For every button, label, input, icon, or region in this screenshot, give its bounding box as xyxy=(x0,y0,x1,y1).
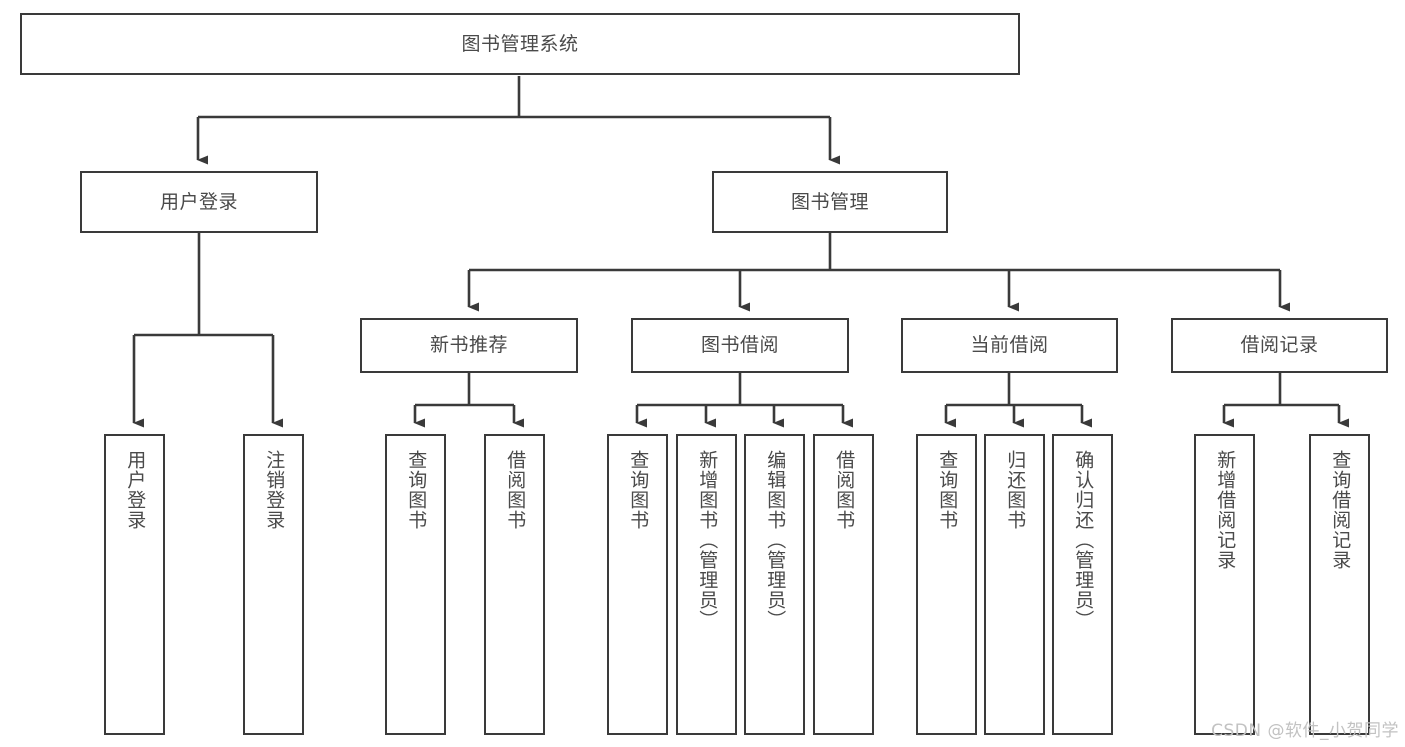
leaf-book-borrow-add-book-admin[interactable]: 新增图书（管理员） xyxy=(676,434,737,735)
node-user-login[interactable]: 用户登录 xyxy=(80,171,318,233)
leaf-current-borrow-return-book-label: 归还图书 xyxy=(1004,450,1027,530)
leaf-user-login-login-label: 用户登录 xyxy=(124,450,147,530)
node-new-book-recommend[interactable]: 新书推荐 xyxy=(360,318,578,373)
leaf-book-borrow-borrow-book-label: 借阅图书 xyxy=(833,450,856,530)
node-book-borrow-label: 图书借阅 xyxy=(700,334,779,357)
leaf-current-borrow-confirm-return-admin[interactable]: 确认归还（管理员） xyxy=(1052,434,1113,735)
leaf-current-borrow-confirm-return-admin-label: 确认归还（管理员） xyxy=(1072,450,1095,630)
leaf-user-login-logout-label: 注销登录 xyxy=(263,450,286,530)
leaf-book-borrow-edit-book-admin-label: 编辑图书（管理员） xyxy=(764,450,787,630)
node-user-login-label: 用户登录 xyxy=(159,190,238,213)
leaf-borrow-record-add-record-label: 新增借阅记录 xyxy=(1214,450,1237,570)
leaf-book-borrow-add-book-admin-label: 新增图书（管理员） xyxy=(696,450,719,630)
leaf-current-borrow-query-book[interactable]: 查询图书 xyxy=(916,434,977,735)
leaf-book-borrow-query-book[interactable]: 查询图书 xyxy=(607,434,668,735)
node-book-borrow[interactable]: 图书借阅 xyxy=(631,318,849,373)
node-book-management[interactable]: 图书管理 xyxy=(712,171,948,233)
leaf-current-borrow-query-book-label: 查询图书 xyxy=(936,450,959,530)
node-new-book-recommend-label: 新书推荐 xyxy=(429,334,508,357)
watermark-text: CSDN @软件_小贺同学 xyxy=(1211,721,1399,741)
leaf-user-login-logout[interactable]: 注销登录 xyxy=(243,434,304,735)
leaf-new-book-borrow-book[interactable]: 借阅图书 xyxy=(484,434,545,735)
node-book-management-label: 图书管理 xyxy=(790,190,869,213)
leaf-borrow-record-add-record[interactable]: 新增借阅记录 xyxy=(1194,434,1255,735)
leaf-book-borrow-edit-book-admin[interactable]: 编辑图书（管理员） xyxy=(744,434,805,735)
node-current-borrow-label: 当前借阅 xyxy=(970,334,1049,357)
leaf-book-borrow-query-book-label: 查询图书 xyxy=(627,450,650,530)
leaf-borrow-record-query-record[interactable]: 查询借阅记录 xyxy=(1309,434,1370,735)
leaf-new-book-query-book[interactable]: 查询图书 xyxy=(385,434,446,735)
node-borrow-record-label: 借阅记录 xyxy=(1240,334,1319,357)
leaf-user-login-login[interactable]: 用户登录 xyxy=(104,434,165,735)
node-current-borrow[interactable]: 当前借阅 xyxy=(901,318,1118,373)
leaf-book-borrow-borrow-book[interactable]: 借阅图书 xyxy=(813,434,874,735)
leaf-new-book-borrow-book-label: 借阅图书 xyxy=(504,450,527,530)
leaf-borrow-record-query-record-label: 查询借阅记录 xyxy=(1329,450,1352,570)
node-borrow-record[interactable]: 借阅记录 xyxy=(1171,318,1388,373)
leaf-current-borrow-return-book[interactable]: 归还图书 xyxy=(984,434,1045,735)
node-root-book-management-system[interactable]: 图书管理系统 xyxy=(20,13,1020,75)
leaf-new-book-query-book-label: 查询图书 xyxy=(405,450,428,530)
node-root-label: 图书管理系统 xyxy=(461,32,579,55)
